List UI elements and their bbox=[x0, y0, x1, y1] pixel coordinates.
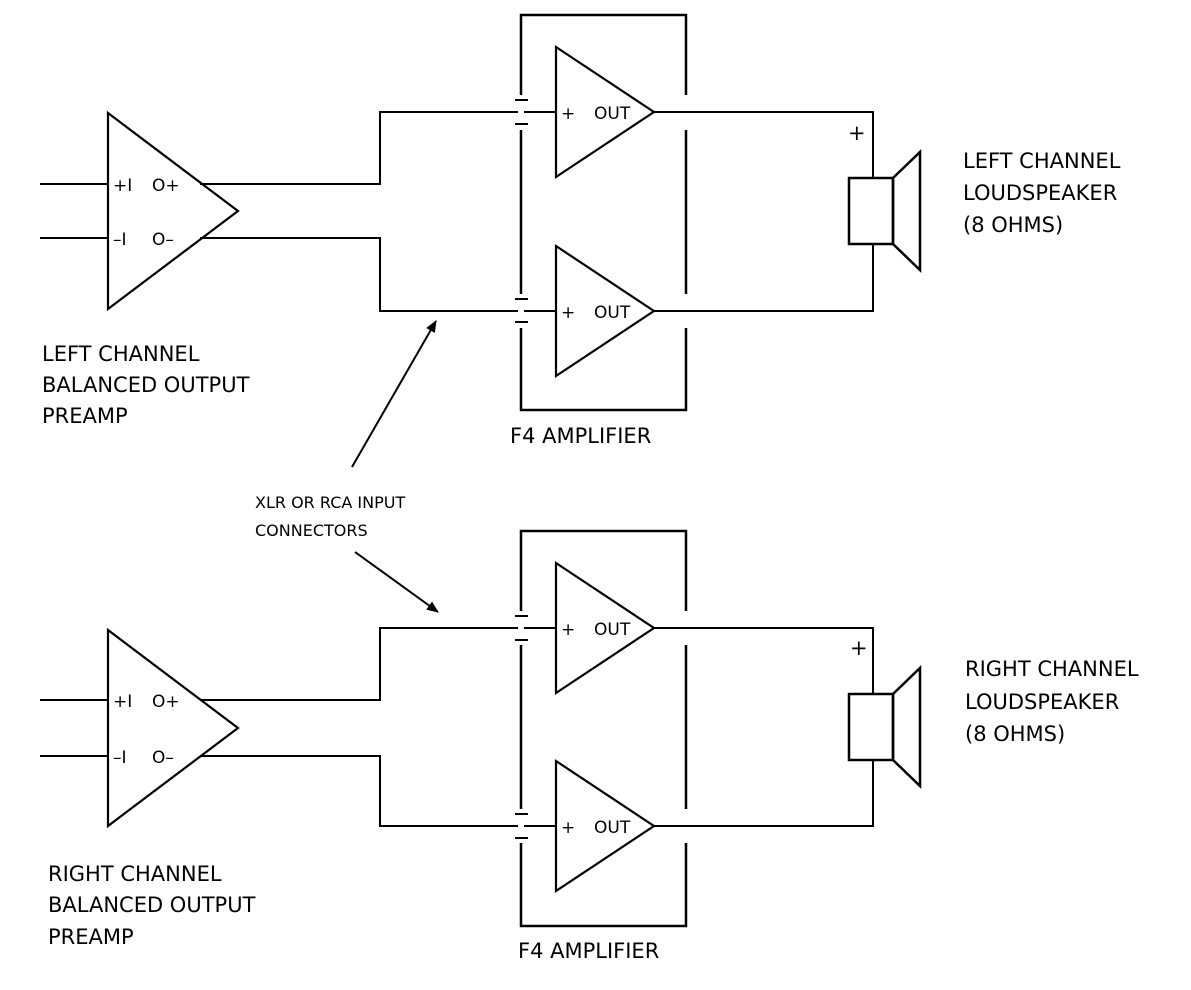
top-amp-output-neg-wire bbox=[654, 244, 874, 312]
right-preamp-pin-in-neg: –I bbox=[113, 748, 127, 768]
right-speaker-label-line-3: (8 OHMS) bbox=[965, 722, 1065, 746]
bottom-amp-stage-2-plus: + bbox=[561, 818, 575, 838]
left-speaker-plus: + bbox=[848, 121, 866, 145]
left-preamp-label-line-3: PREAMP bbox=[42, 404, 128, 428]
right-preamp-label-line-2: BALANCED OUTPUT bbox=[48, 893, 256, 917]
left-preamp-label-line-2: BALANCED OUTPUT bbox=[42, 373, 250, 397]
left-preamp-out-neg-wire bbox=[200, 237, 556, 312]
connector-note: XLR OR RCA INPUT CONNECTORS bbox=[255, 320, 439, 613]
bottom-amp-stage-1-out: OUT bbox=[594, 620, 631, 640]
left-channel-preamp: +I O+ –I O– bbox=[40, 110, 240, 312]
connector-note-line-1: XLR OR RCA INPUT bbox=[255, 493, 405, 512]
top-amp-stage-2-triangle bbox=[554, 243, 656, 379]
top-amp-stage-2-plus: + bbox=[561, 303, 575, 323]
right-preamp-label: RIGHT CHANNEL BALANCED OUTPUT PREAMP bbox=[48, 862, 256, 949]
left-preamp-pin-in-pos: +I bbox=[113, 176, 132, 196]
bottom-amp-stage-1-plus: + bbox=[561, 620, 575, 640]
bottom-f4-amplifier: + OUT + OUT F4 AMPLIFIER bbox=[515, 529, 689, 963]
bottom-amp-stage-2-out: OUT bbox=[594, 818, 631, 838]
right-preamp-label-line-1: RIGHT CHANNEL bbox=[48, 862, 222, 886]
bottom-amp-stage-1-triangle bbox=[554, 560, 656, 696]
connector-arrow-down bbox=[354, 551, 439, 613]
right-loudspeaker: + bbox=[847, 636, 922, 789]
bottom-amplifier-chassis bbox=[519, 529, 688, 928]
right-channel-preamp: +I O+ –I O– bbox=[40, 627, 240, 829]
top-f4-amplifier: + OUT + OUT F4 AMPLIFIER bbox=[510, 13, 689, 448]
right-preamp-label-line-3: PREAMP bbox=[48, 925, 134, 949]
left-speaker-magnet bbox=[847, 176, 895, 246]
right-speaker-label: RIGHT CHANNEL LOUDSPEAKER (8 OHMS) bbox=[965, 657, 1139, 746]
right-speaker-label-line-1: RIGHT CHANNEL bbox=[965, 657, 1139, 681]
connector-note-line-2: CONNECTORS bbox=[255, 521, 368, 540]
left-speaker-cone bbox=[891, 149, 922, 273]
left-preamp-out-pos-wire bbox=[200, 111, 556, 185]
left-speaker-label-line-3: (8 OHMS) bbox=[963, 213, 1063, 237]
left-preamp-pin-in-neg: –I bbox=[113, 230, 127, 250]
right-preamp-pin-out-pos: O+ bbox=[152, 692, 180, 712]
top-amplifier-label: F4 AMPLIFIER bbox=[510, 424, 651, 448]
left-preamp-label: LEFT CHANNEL BALANCED OUTPUT PREAMP bbox=[42, 342, 250, 428]
right-preamp-out-neg-wire bbox=[200, 755, 556, 827]
right-preamp-pin-in-pos: +I bbox=[113, 692, 132, 712]
top-amplifier-chassis bbox=[519, 13, 688, 412]
right-preamp-pin-out-neg: O– bbox=[152, 748, 174, 768]
bottom-amp-stage-2-triangle bbox=[554, 758, 656, 894]
right-preamp-out-pos-wire bbox=[200, 627, 556, 701]
left-loudspeaker: + bbox=[847, 121, 922, 273]
top-amp-output-pos-wire bbox=[654, 111, 874, 178]
right-speaker-cone bbox=[891, 665, 922, 789]
top-amp-stage-1-out: OUT bbox=[594, 104, 631, 124]
right-speaker-plus: + bbox=[850, 636, 868, 660]
right-speaker-magnet bbox=[847, 692, 895, 762]
left-speaker-label: LEFT CHANNEL LOUDSPEAKER (8 OHMS) bbox=[963, 149, 1121, 237]
bottom-amplifier-label: F4 AMPLIFIER bbox=[518, 939, 659, 963]
bottom-amp-output-pos-wire bbox=[654, 627, 874, 694]
left-speaker-label-line-2: LOUDSPEAKER bbox=[963, 181, 1117, 205]
bottom-amp-output-neg-wire bbox=[654, 760, 874, 827]
top-amp-stage-1-triangle bbox=[554, 44, 656, 180]
left-preamp-label-line-1: LEFT CHANNEL bbox=[42, 342, 200, 366]
left-speaker-label-line-1: LEFT CHANNEL bbox=[963, 149, 1121, 173]
top-amp-stage-1-plus: + bbox=[561, 104, 575, 124]
connector-arrow-up bbox=[351, 320, 437, 468]
left-preamp-pin-out-neg: O– bbox=[152, 230, 174, 250]
left-preamp-pin-out-pos: O+ bbox=[152, 176, 180, 196]
right-speaker-label-line-2: LOUDSPEAKER bbox=[965, 690, 1119, 714]
right-preamp-triangle bbox=[106, 627, 240, 829]
left-preamp-triangle bbox=[106, 110, 240, 312]
top-amp-stage-2-out: OUT bbox=[594, 303, 631, 323]
